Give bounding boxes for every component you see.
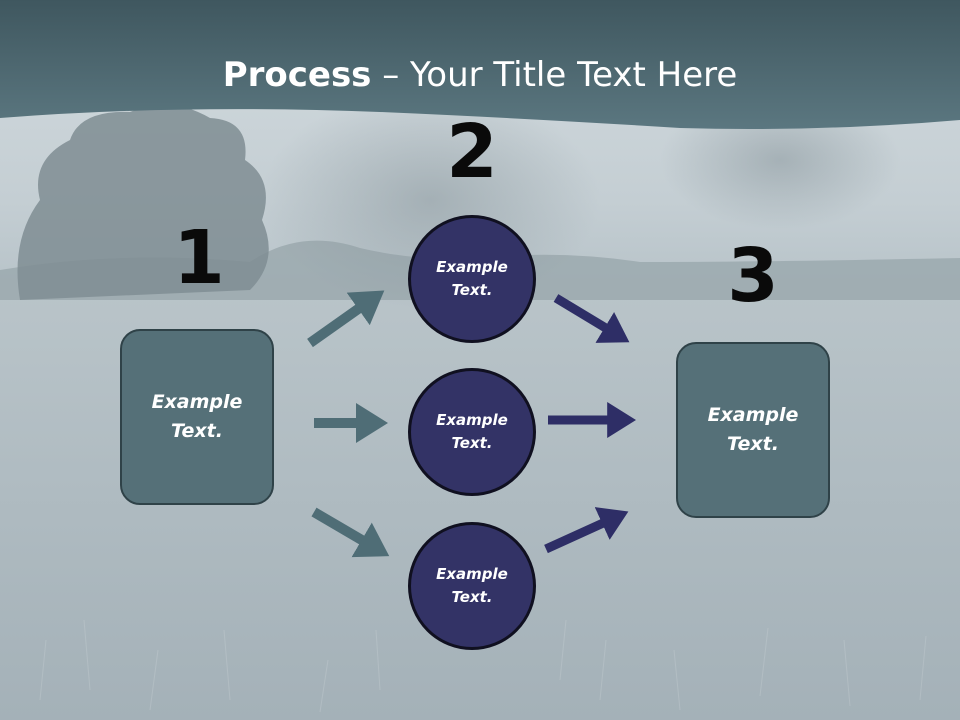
circle-top-line2: Text. [451, 281, 493, 299]
circle-middle-line1: Example [436, 411, 508, 429]
arrow-to-circle-bottom [311, 507, 390, 558]
arrow-from-circle-bottom [544, 507, 629, 554]
step1-text-line1: Example [151, 391, 243, 413]
circle-top-line1: Example [436, 258, 508, 276]
arrow-from-circle-top [553, 294, 630, 343]
step-number-1: 1 [173, 215, 225, 301]
step3-text-line2: Text. [727, 433, 779, 455]
slide-title: Process – Your Title Text Here [0, 52, 960, 98]
step1-text-line2: Text. [171, 420, 223, 442]
step-number-3: 3 [727, 233, 779, 319]
circle-middle-line2: Text. [451, 434, 493, 452]
circle-bottom-line1: Example [436, 565, 508, 583]
title-rest: – Your Title Text Here [371, 55, 738, 95]
title-bold: Process [222, 55, 372, 95]
step-number-2: 2 [446, 109, 498, 195]
title-band [0, 0, 960, 129]
step3-text-line1: Example [707, 404, 799, 426]
arrow-to-circle-top [307, 290, 385, 348]
circle-bottom-line2: Text. [451, 588, 493, 606]
